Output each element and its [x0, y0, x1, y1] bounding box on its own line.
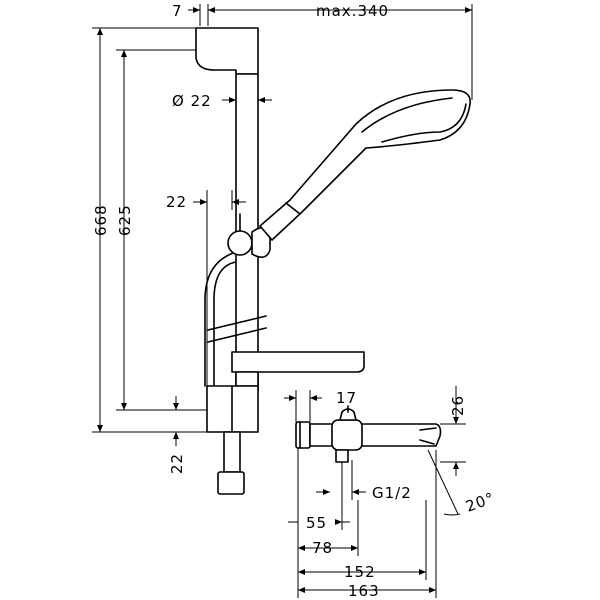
- dim-depth-152: 152: [344, 563, 376, 581]
- dim-depth-163: 163: [348, 582, 380, 600]
- slider-knob: [227, 230, 253, 256]
- dimension-labels: 7 max.340 Ø 22 668 625 22 22 26 17 G1/2 …: [92, 2, 497, 600]
- hose-connector: [217, 471, 245, 495]
- dim-thread: G1/2: [372, 484, 412, 502]
- dim-holder-offset: 22: [166, 193, 187, 211]
- dim-wall-offset: 7: [172, 2, 183, 20]
- slider-holder: [251, 227, 271, 258]
- dimension-lines: [92, 4, 473, 598]
- dim-mixer-height: 26: [449, 395, 467, 416]
- soap-dish: [231, 351, 365, 373]
- shower-rail-assembly: [195, 27, 471, 495]
- mixer-outlet: [335, 449, 349, 463]
- dim-max-reach: max.340: [316, 2, 389, 20]
- dim-spout-drop: 17: [336, 389, 357, 407]
- dim-total-height: 668: [92, 204, 110, 236]
- dim-rail-length: 625: [116, 204, 134, 236]
- mixer-handle-base: [331, 419, 363, 451]
- dim-bottom-offset: 22: [168, 453, 186, 474]
- shower-hose: [213, 261, 237, 387]
- mixer-wall-nut: [295, 421, 311, 449]
- dim-rail-diameter: Ø 22: [172, 92, 212, 110]
- dim-spout-angle: 20°: [463, 489, 497, 516]
- dim-depth-55: 55: [306, 514, 327, 532]
- mixer-body: [309, 423, 442, 447]
- hand-shower: [259, 89, 471, 241]
- dim-depth-78: 78: [312, 539, 333, 557]
- bath-mixer: [295, 405, 442, 463]
- top-wall-bracket: [195, 27, 259, 75]
